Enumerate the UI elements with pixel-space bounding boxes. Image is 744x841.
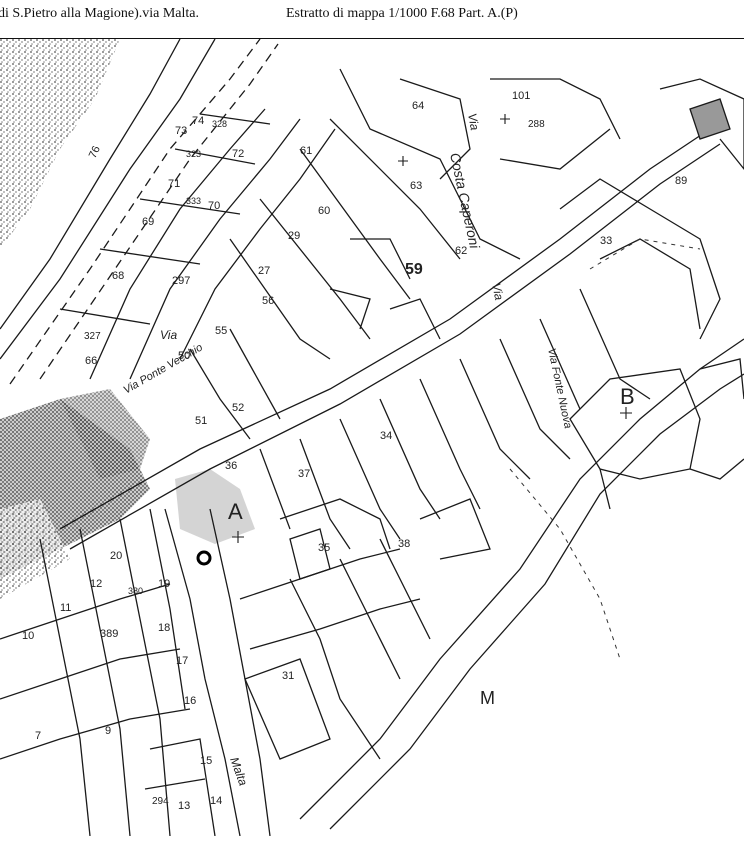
parcel-label: 70 [208,200,220,212]
parcel-label: 12 [90,578,102,590]
parcel-label: 35 [318,542,330,554]
stippled-area-far-left [0,499,70,599]
parcel-label: 36 [225,460,237,472]
street-lower-2 [329,373,744,830]
parcel-label-a: A [228,499,243,524]
parcel-label: 18 [158,622,170,634]
parcel-label: 380 [128,586,143,596]
parcel-label: 63 [410,180,422,192]
parcel-label: 297 [172,275,190,287]
parcel-label: 66 [85,355,97,367]
parcel-label: 68 [112,270,124,282]
parcel-label: 333 [186,196,201,206]
street-name: Via [489,282,506,302]
parcel-label: 62 [455,245,467,257]
parcel-label: 323 [186,149,201,159]
header-scale-text: Estratto di mappa 1/1000 F.68 Part. A.(P… [286,6,518,21]
street-via-upper [59,128,711,530]
parcel-label: 55 [215,325,227,337]
parcel-label: 72 [232,148,244,160]
street-name: Malta [227,755,250,788]
parcel-label: 69 [142,216,154,228]
parcel-label: 31 [282,670,294,682]
parcel-label: 16 [184,695,196,707]
parcel-label: 11 [60,602,71,614]
compass-label: M [480,688,495,708]
parcel-label: 60 [318,205,330,217]
parcel-label: 327 [84,331,101,342]
parcel-label: 38 [398,538,410,550]
street-via-lower [69,143,721,550]
parcel-label: 288 [528,119,545,130]
parcel-label: 27 [258,265,270,277]
dashed-boundary-1 [9,38,261,385]
parcel-label: 9 [105,725,111,737]
parcel-label: 37 [298,468,310,480]
parcel-label: 29 [288,230,300,242]
parcel-label: 34 [380,430,392,442]
solid-boundary-4 [0,38,181,330]
header-location-text: di S.Pietro alla Magione).via Malta. [0,6,200,21]
street-malta-left [164,508,241,837]
parcel-label: 76 [87,144,103,160]
parcel-label: 51 [195,415,207,427]
street-lower-1 [299,338,744,820]
parcel-label-b: B [620,384,635,409]
parcel-label: 33 [600,235,612,247]
shaded-area-a [175,469,255,544]
parcel-label: 50 [178,350,190,362]
street-name: Via [465,112,482,132]
parcel-label: 389 [100,628,118,640]
solid-boundary-3 [0,38,216,360]
parcel-label: 61 [300,145,312,157]
parcel-label: 56 [262,295,274,307]
parcel-label: 101 [512,90,530,102]
parcel-label: 14 [210,795,222,807]
stippled-area-top-left [0,39,120,249]
location-marker-icon [196,550,212,566]
street-name: Costa Caperoni [447,151,483,250]
map-header: di S.Pietro alla Magione).via Malta. Est… [0,0,744,39]
street-name: Via [160,328,177,342]
parcel-label: 294 [152,796,169,807]
parcel-label: 74 [192,115,204,127]
stippled-area-center [60,389,150,479]
parcel-label: 19 [158,578,170,590]
parcel-label: 59 [405,261,423,278]
parcel-label: 52 [232,402,244,414]
parcel-label: 64 [412,100,424,112]
cadastral-map: 76 73 74 328 323 72 71 333 70 69 68 297 … [0,38,744,837]
street-name: Via Fonte Nuova [545,347,574,429]
parcel-label: 10 [22,630,34,642]
parcel-label: 71 [168,178,180,190]
parcel-label: 20 [110,550,122,562]
parcel-label: 73 [175,125,187,137]
parcel-label: 13 [178,800,190,812]
dashed-boundary-2 [39,43,279,380]
parcel-label: 328 [212,119,227,129]
parcel-label: 89 [675,175,687,187]
parcel-label: 15 [200,755,212,767]
parcel-label: 7 [35,730,41,742]
parcel-label: 17 [176,655,188,667]
map-drawing: 76 73 74 328 323 72 71 333 70 69 68 297 … [0,38,744,837]
